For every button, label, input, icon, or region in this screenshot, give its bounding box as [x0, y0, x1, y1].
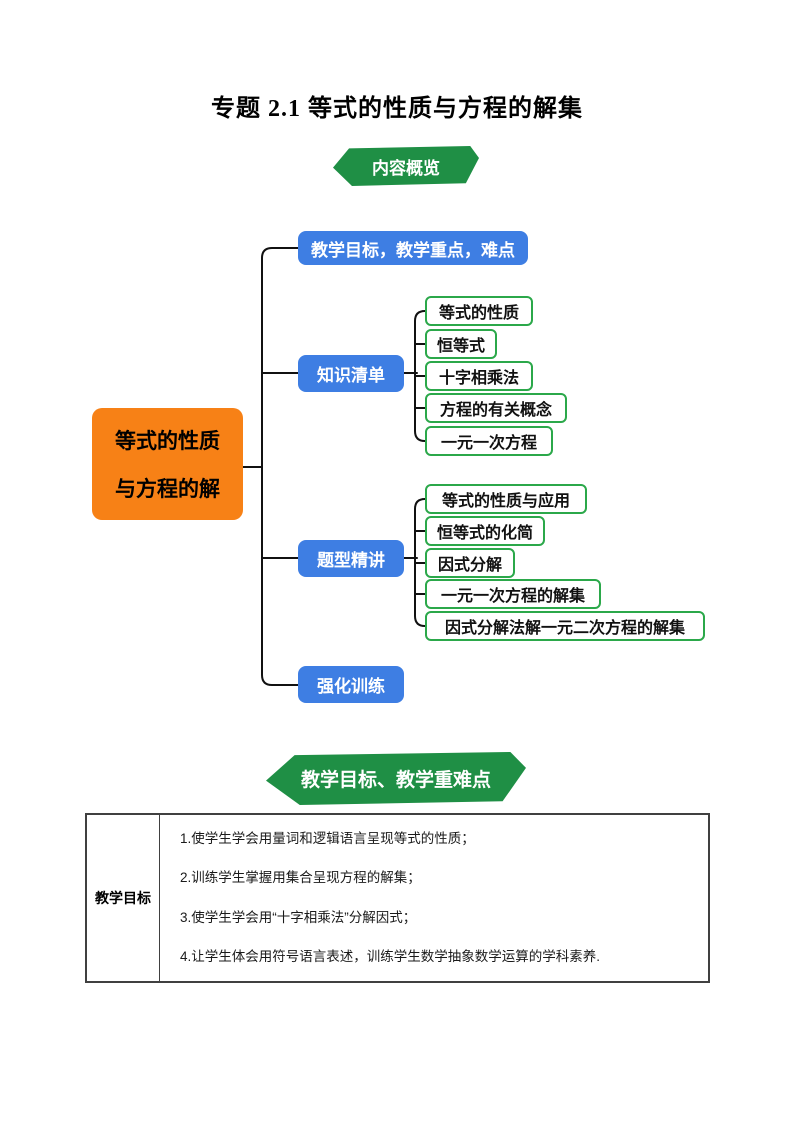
branch-node-goals: 教学目标，教学重点，难点 — [298, 231, 528, 265]
branch-node-knowledge-list: 知识清单 — [298, 355, 404, 392]
leaf-node: 恒等式 — [425, 329, 497, 359]
objective-item: 4.让学生体会用符号语言表述，训练学生数学抽象数学运算的学科素养. — [180, 949, 601, 965]
objective-item: 1.使学生学会用量词和逻辑语言呈现等式的性质； — [180, 830, 475, 846]
table-row-label: 教学目标 — [87, 815, 160, 981]
overview-banner-label: 内容概览 — [372, 158, 440, 178]
leaf-node: 方程的有关概念 — [425, 393, 567, 423]
leaf-node: 恒等式的化简 — [425, 516, 545, 546]
branch-node-example-types: 题型精讲 — [298, 540, 404, 577]
mindmap-root-node: 等式的性质 与方程的解 — [92, 408, 243, 520]
overview-banner: 内容概览 — [333, 146, 479, 186]
page-title: 专题 2.1 等式的性质与方程的解集 — [211, 96, 583, 122]
table-row-content: 1.使学生学会用量词和逻辑语言呈现等式的性质； 2.训练学生掌握用集合呈现方程的… — [160, 815, 708, 981]
objectives-banner: 教学目标、教学重难点 — [266, 752, 526, 805]
branch-node-reinforcement: 强化训练 — [298, 666, 404, 703]
examples-fan-spine — [414, 498, 426, 627]
leaf-node: 等式的性质与应用 — [425, 484, 587, 514]
leaf-node: 因式分解法解一元二次方程的解集 — [425, 611, 705, 641]
root-node-line1: 等式的性质 — [115, 429, 220, 454]
trunk-line — [261, 247, 299, 686]
leaf-node: 十字相乘法 — [425, 361, 533, 391]
root-node-line2: 与方程的解 — [115, 476, 220, 501]
leaf-node: 因式分解 — [425, 548, 515, 578]
leaf-node: 一元一次方程 — [425, 426, 553, 456]
objective-item: 3.使学生学会用“十字相乘法”分解因式； — [180, 909, 417, 925]
leaf-node: 一元一次方程的解集 — [425, 579, 601, 609]
leaf-node: 等式的性质 — [425, 296, 533, 326]
objectives-banner-label: 教学目标、教学重难点 — [300, 770, 491, 791]
objective-item: 2.训练学生掌握用集合呈现方程的解集； — [180, 870, 421, 886]
objectives-table: 教学目标 1.使学生学会用量词和逻辑语言呈现等式的性质； 2.训练学生掌握用集合… — [85, 813, 710, 983]
knowledge-fan-spine — [414, 310, 426, 442]
